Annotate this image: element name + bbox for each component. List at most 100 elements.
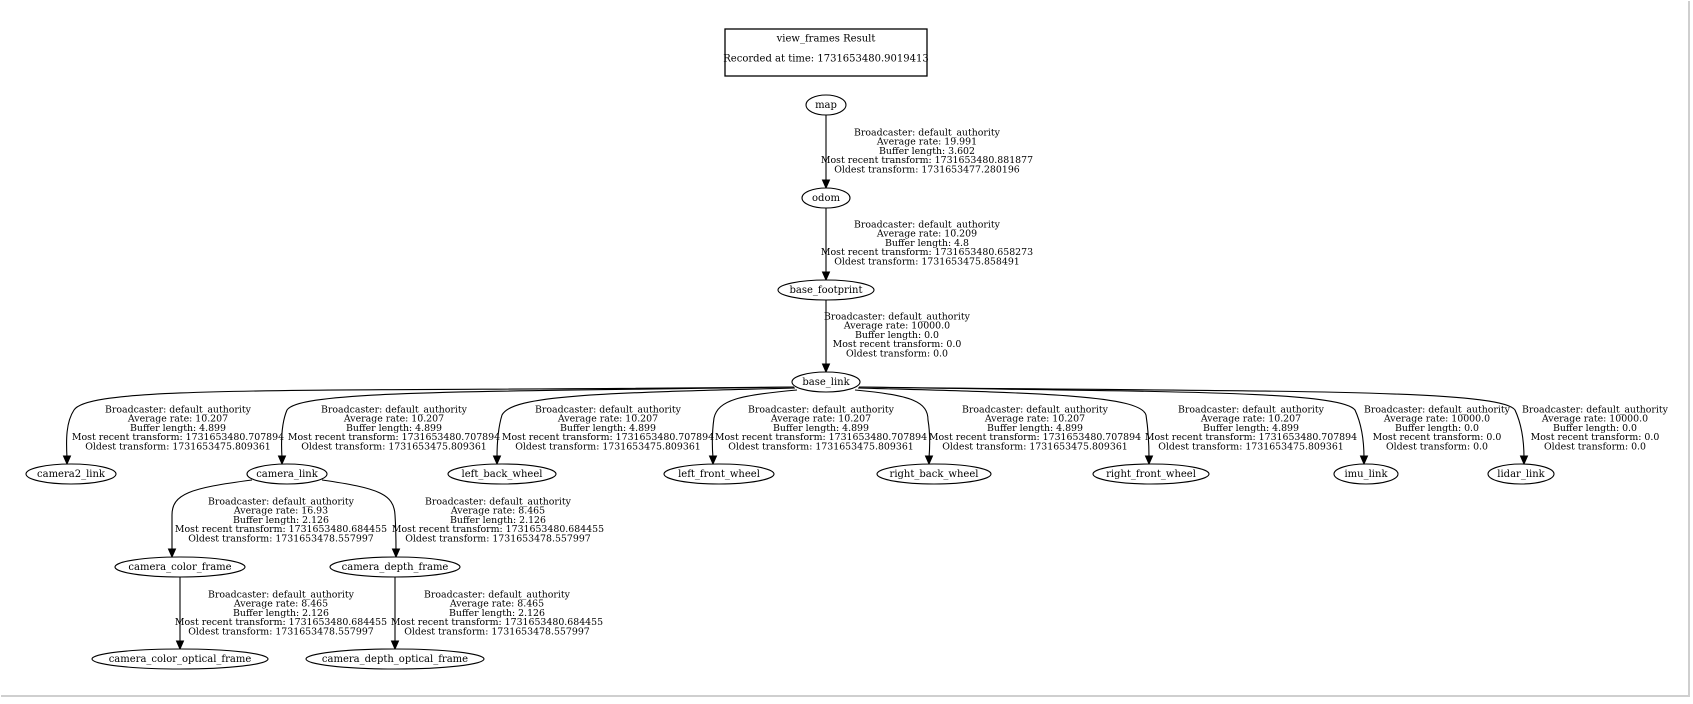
edge-label-line: Buffer length: 2.126 <box>233 515 329 526</box>
arrowhead <box>821 179 831 190</box>
node-label: lidar_link <box>1497 469 1545 480</box>
arrowhead <box>708 455 718 466</box>
node-camera-color-frame[interactable]: camera_color_frame <box>114 556 246 578</box>
edge-label-line: Most recent transform: 1731653480.707894 <box>502 432 714 443</box>
node-label: left_back_wheel <box>462 469 543 480</box>
edge-label-line: Most recent transform: 1731653480.707894 <box>715 432 927 443</box>
node-camera-depth-frame[interactable]: camera_depth_frame <box>329 556 461 578</box>
node-camera-depth-optical-frame[interactable]: camera_depth_optical_frame <box>305 648 485 670</box>
node-ellipse <box>876 463 992 485</box>
node-right-back-wheel[interactable]: right_back_wheel <box>876 463 992 485</box>
node-label: base_footprint <box>789 285 862 296</box>
arrowhead <box>175 640 185 651</box>
node-imu-link[interactable]: imu_link <box>1333 463 1399 485</box>
edge-line <box>280 386 795 459</box>
node-label: left_front_wheel <box>678 469 760 480</box>
edge-label-line: Oldest transform: 1731653475.809361 <box>301 441 487 452</box>
edge-label-line: Most recent transform: 1731653480.707894 <box>929 432 1141 443</box>
node-ellipse <box>1092 463 1210 485</box>
edge-label-line: Oldest transform: 0.0 <box>1386 441 1488 452</box>
edge-label-line: Average rate: 10.207 <box>343 414 444 425</box>
node-lidar-link[interactable]: lidar_link <box>1487 463 1555 485</box>
arrowhead <box>62 455 72 466</box>
node-label: camera_color_frame <box>128 562 231 573</box>
edge-label-line: Buffer length: 4.8 <box>885 238 969 249</box>
edge-label-line: Broadcaster: default_authority <box>1178 405 1325 416</box>
edge-label-line: Average rate: 16.93 <box>233 506 328 517</box>
node-left-back-wheel[interactable]: left_back_wheel <box>447 463 557 485</box>
edge-label-line: Buffer length: 4.899 <box>346 423 442 434</box>
edge-label-line: Average rate: 10.207 <box>984 414 1085 425</box>
edge-label-line: Average rate: 10000.0 <box>1383 414 1490 425</box>
node-camera-color-optical-frame[interactable]: camera_color_optical_frame <box>91 648 269 670</box>
edge-label-line: Average rate: 10.207 <box>1200 414 1301 425</box>
edge-line <box>857 387 1150 459</box>
title-recorded-time: Recorded at time: 1731653480.9019413 <box>723 54 928 65</box>
arrowhead <box>1519 455 1529 466</box>
edge-label-line: Average rate: 10.209 <box>876 229 977 240</box>
edge-label-line: Broadcaster: default_authority <box>1364 405 1511 416</box>
edge-label-line: Most recent transform: 1731653480.707894 <box>72 432 284 443</box>
node-ellipse <box>1333 463 1399 485</box>
edge-label-line: Broadcaster: default_authority <box>321 405 468 416</box>
node-ellipse <box>114 556 246 578</box>
node-ellipse <box>447 463 557 485</box>
edge-label-line: Oldest transform: 1731653478.557997 <box>188 533 374 544</box>
edge-label-line: Average rate: 8.465 <box>233 599 328 610</box>
node-camera-link[interactable]: camera_link <box>246 463 328 485</box>
title-box: view_frames Result Recorded at time: 173… <box>723 28 929 77</box>
edge-line <box>321 479 397 552</box>
edge-label-line: Buffer length: 4.899 <box>1203 423 1299 434</box>
node-ellipse <box>305 648 485 670</box>
edge-label-line: Most recent transform: 1731653480.684455 <box>392 524 604 535</box>
node-base-footprint[interactable]: base_footprint <box>777 279 875 301</box>
node-camera2-link[interactable]: camera2_link <box>25 463 117 485</box>
node-base-link[interactable]: base_link <box>791 371 861 393</box>
arrowhead <box>492 455 502 466</box>
edge-line <box>854 389 931 459</box>
edge-label-line: Average rate: 8.465 <box>450 506 545 517</box>
edge-label-line: Most recent transform: 1731653480.707894 <box>1145 432 1357 443</box>
node-map[interactable]: map <box>805 94 847 116</box>
edge-label-line: Oldest transform: 1731653478.557997 <box>405 533 591 544</box>
edge-label-line: Broadcaster: default_authority <box>208 590 355 601</box>
edge-label-line: Buffer length: 0.0 <box>1553 423 1637 434</box>
edge-label-line: Most recent transform: 1731653480.658273 <box>821 247 1033 258</box>
edge-label-line: Buffer length: 4.899 <box>560 423 656 434</box>
nodes-layer: map odom base_footprint base_link camera2_li… <box>25 94 1555 670</box>
node-right-front-wheel[interactable]: right_front_wheel <box>1092 463 1210 485</box>
edge-label-line: Oldest transform: 1731653475.809361 <box>728 441 914 452</box>
edge-label-line: Most recent transform: 1731653480.684455 <box>391 617 603 628</box>
node-left-front-wheel[interactable]: left_front_wheel <box>663 463 775 485</box>
edge-label-line: Oldest transform: 1731653478.557997 <box>404 626 590 637</box>
node-odom[interactable]: odom <box>801 187 851 209</box>
edge-label-line: Oldest transform: 0.0 <box>846 348 948 359</box>
edge-label-line: Buffer length: 2.126 <box>233 608 329 619</box>
node-ellipse <box>663 463 775 485</box>
node-label: camera_depth_optical_frame <box>322 654 468 665</box>
node-label: camera_link <box>256 469 319 480</box>
edge-label-line: Buffer length: 2.126 <box>450 515 546 526</box>
edge-label-line: Most recent transform: 1731653480.707894 <box>288 432 500 443</box>
edge-line <box>496 387 796 459</box>
edge-label-line: Average rate: 10000.0 <box>843 321 950 332</box>
edge-label-line: Oldest transform: 1731653478.557997 <box>188 626 374 637</box>
arrowhead <box>390 640 400 651</box>
node-label: map <box>815 100 837 111</box>
edge-label-line: Broadcaster: default_authority <box>824 312 971 323</box>
edge-label-line: Average rate: 10000.0 <box>1541 414 1648 425</box>
edge-label-line: Broadcaster: default_authority <box>748 405 895 416</box>
edge-label-line: Most recent transform: 0.0 <box>1531 432 1660 443</box>
arrowhead <box>167 548 177 559</box>
edge-line <box>858 386 1365 459</box>
edge-label-line: Buffer length: 4.899 <box>773 423 869 434</box>
